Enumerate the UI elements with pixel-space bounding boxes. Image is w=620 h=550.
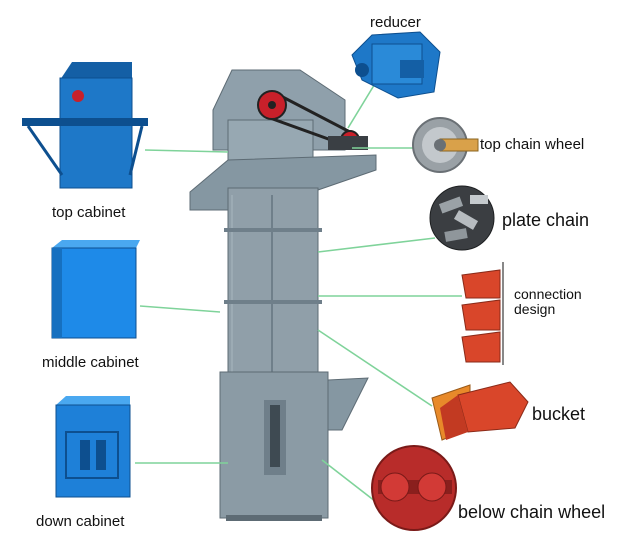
label-below-chain-wheel: below chain wheel (458, 502, 606, 522)
leader-middle-cabinet (139, 305, 221, 313)
reducer-image (351, 31, 441, 99)
down-cabinet-image (55, 396, 131, 498)
plate-chain-image (429, 185, 495, 251)
bucket-elevator-machine (189, 69, 377, 521)
top-chain-wheel-image (412, 117, 479, 173)
leader-reducer (347, 81, 377, 129)
leader-lines (135, 81, 462, 506)
label-top-cabinet: top cabinet (52, 204, 126, 221)
label-down-cabinet: down cabinet (36, 513, 125, 530)
connection-design-image (461, 262, 504, 365)
label-bucket: bucket (532, 404, 586, 424)
leader-top-cabinet (144, 149, 229, 153)
middle-cabinet-image (51, 240, 140, 339)
leader-bucket (317, 329, 433, 407)
leader-below-chain-wheel (321, 459, 381, 506)
bucket-image (431, 381, 529, 441)
top-cabinet-image (22, 62, 148, 189)
label-top-chain-wheel: top chain wheel (480, 136, 585, 153)
label-connection-design: connection design (514, 286, 582, 317)
label-reducer: reducer (370, 14, 421, 31)
below-chain-wheel-image (371, 445, 457, 531)
leader-plate-chain (317, 237, 436, 253)
label-middle-cabinet: middle cabinet (42, 354, 139, 371)
label-plate-chain: plate chain (502, 210, 590, 230)
